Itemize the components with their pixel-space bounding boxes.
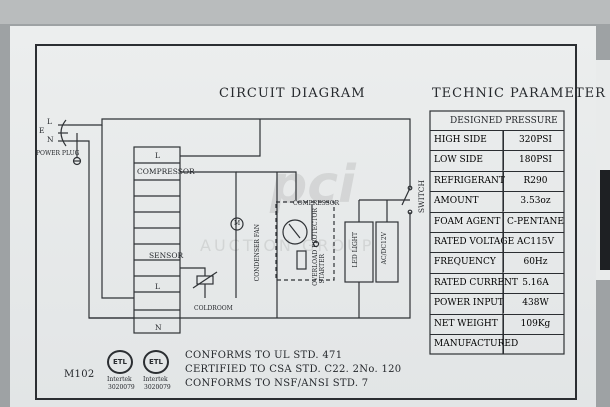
parameter-label: NET WEIGHT xyxy=(434,318,498,329)
designed-pressure-header: DESIGNED PRESSURE xyxy=(450,116,558,126)
terminal-bottom-l: L xyxy=(155,282,160,291)
parameter-divider xyxy=(503,192,504,212)
parameter-value: 60Hz xyxy=(523,257,548,268)
parameter-row: NET WEIGHT 109Kg xyxy=(430,313,564,334)
switch-label: SWITCH xyxy=(417,180,426,214)
parameter-label: RATED VOLTAGE xyxy=(434,237,515,247)
terminal-bottom-n: N xyxy=(155,323,162,332)
compressor-label: COMPRESSOR xyxy=(293,200,340,207)
parameter-value: 180PSI xyxy=(519,155,552,166)
parameter-value: 320PSI xyxy=(519,135,552,145)
terminal-l: L xyxy=(155,151,160,160)
condenser-fan-label: CONDENSER FAN xyxy=(254,224,261,282)
conformity-line-2: CERTIFIED TO CSA STD. C22. 2No. 120 xyxy=(185,364,402,375)
watermark-text: AUCTION GROUP xyxy=(200,236,375,255)
ac-dc-label: AC/DC12V xyxy=(381,232,388,265)
parameter-row: POWER INPUT 438W xyxy=(430,293,564,314)
led-light-box xyxy=(344,221,374,283)
parameter-row: FOAM AGENT C-PENTANE xyxy=(430,211,564,232)
conformity-line-3: CONFORMS TO NSF/ANSI STD. 7 xyxy=(185,378,369,389)
diagram-title: CIRCUIT DIAGRAM xyxy=(219,86,366,101)
terminal-sensor: SENSOR xyxy=(149,251,184,260)
plug-n: N xyxy=(47,135,54,144)
parameter-label: POWER INPUT xyxy=(434,298,504,309)
parameter-row: HIGH SIDE 320PSI xyxy=(430,130,564,150)
parameter-row: MANUFACTURED xyxy=(430,334,564,354)
rating-plate xyxy=(10,26,596,407)
parameter-label: REFRIGERANT xyxy=(434,175,505,186)
diagram-border xyxy=(35,44,577,400)
terminal-compressor: COMPRESSOR xyxy=(137,167,195,176)
etl-mark-2: ETL xyxy=(143,350,169,374)
parameter-label: FOAM AGENT xyxy=(434,216,501,227)
parameter-value: R290 xyxy=(523,175,548,186)
parameter-divider xyxy=(503,294,504,314)
parameter-title: TECHNIC PARAMETER xyxy=(432,86,606,101)
parameter-row: REFRIGERANT R290 xyxy=(430,170,564,191)
fan-motor-letter: M xyxy=(234,220,241,227)
conformity-line-1: CONFORMS TO UL STD. 471 xyxy=(185,350,343,361)
parameter-divider xyxy=(503,131,504,150)
power-plug-label: POWER PLUG xyxy=(36,150,80,157)
etl-mark-2-code: 3020079 xyxy=(144,384,171,391)
plug-e: E xyxy=(39,126,45,135)
compressor-box xyxy=(275,201,335,281)
parameter-label: AMOUNT xyxy=(434,196,479,207)
parameter-divider xyxy=(503,253,504,273)
led-light-label: LED LIGHT xyxy=(352,232,359,268)
parameter-label: MANUFACTURED xyxy=(434,339,519,349)
parameter-divider xyxy=(503,212,504,232)
watermark-logo: pci xyxy=(270,155,356,215)
etl-mark-2-sub: Intertek xyxy=(143,376,168,383)
parameter-value: 3.53oz xyxy=(520,196,551,207)
plug-l: L xyxy=(47,117,52,126)
parameter-label: LOW SIDE xyxy=(434,155,483,166)
parameter-label: HIGH SIDE xyxy=(434,135,487,145)
overload-protector-label: OVERLOAD PROTECTOR xyxy=(312,208,319,286)
parameter-divider xyxy=(503,335,504,354)
parameter-label: RATED CURRENT xyxy=(434,277,518,288)
fan-motor-symbol xyxy=(230,217,244,231)
coldroom-label: COLDROOM xyxy=(194,305,233,312)
parameter-label: FREQUENCY xyxy=(434,257,496,268)
parameter-divider xyxy=(503,233,504,252)
model-number: M102 xyxy=(64,369,95,380)
parameter-value: C-PENTANE xyxy=(507,216,564,227)
parameter-value: 5.16A xyxy=(522,277,549,288)
terminal-block xyxy=(133,146,181,334)
parameter-value: 109Kg xyxy=(520,318,551,329)
parameter-divider xyxy=(503,314,504,334)
etl-mark-1-code: 3020079 xyxy=(108,384,135,391)
parameter-row: FREQUENCY 60Hz xyxy=(430,252,564,273)
parameter-table: DESIGNED PRESSURE HIGH SIDE 320PSI LOW SID… xyxy=(430,111,564,354)
parameter-row: RATED CURRENT 5.16A xyxy=(430,272,564,293)
etl-mark-1-sub: Intertek xyxy=(107,376,132,383)
parameter-divider xyxy=(503,273,504,293)
parameter-divider xyxy=(503,151,504,171)
parameter-row: AMOUNT 3.53oz xyxy=(430,191,564,212)
parameter-divider xyxy=(503,171,504,191)
starter-label: STARTER xyxy=(319,254,326,284)
parameter-value: AC115V xyxy=(516,237,555,247)
parameter-row: LOW SIDE 180PSI xyxy=(430,150,564,171)
parameter-value: 438W xyxy=(522,298,549,309)
etl-mark-1: ETL xyxy=(107,350,133,374)
